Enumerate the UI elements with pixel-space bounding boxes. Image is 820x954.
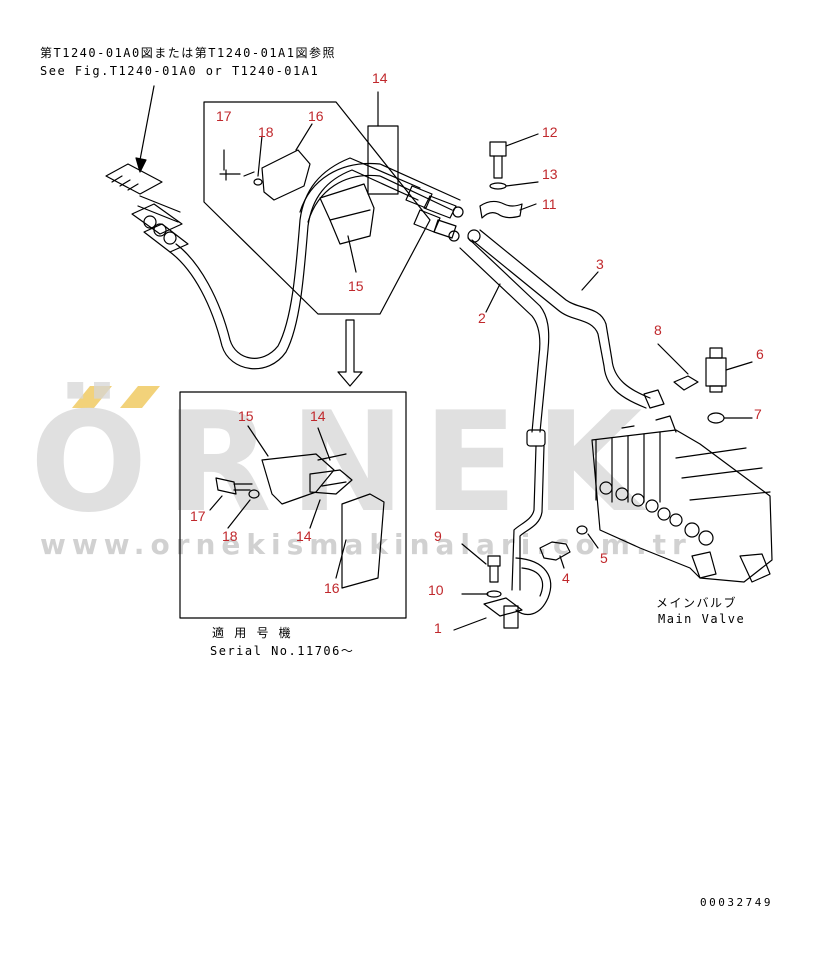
clamp-11 [479,200,523,219]
down-arrow [337,319,363,387]
applicable-serial-en: Serial No.11706～ [210,644,355,658]
o-ring-5 [576,525,588,535]
adapter-4 [539,541,571,561]
hose-fitting-left [105,163,189,253]
callout-1: 1 [434,620,442,636]
callout-17-lower: 17 [190,508,206,524]
drawing-number: 00032749 [700,896,773,909]
callout-3: 3 [596,256,604,272]
callout-16-upper: 16 [308,108,324,124]
lower-detail-parts [215,453,385,589]
callout-11: 11 [542,196,557,212]
callout-6: 6 [756,346,764,362]
callout-10: 10 [428,582,444,598]
main-valve-label-jp: メインバルブ [656,596,738,610]
hose-fitting-right [405,185,464,242]
leader-lines [209,91,753,631]
reference-note-en: See Fig.T1240-01A0 or T1240-01A1 [40,64,320,78]
main-valve-label-en: Main Valve [658,612,746,626]
o-ring-7 [707,412,725,424]
callout-14-lower-a: 14 [310,408,326,424]
callout-4: 4 [562,570,570,586]
callout-14-lower-b: 14 [296,528,312,544]
reference-arrow [139,85,155,161]
watermark-url: www.ornekismakinalari.com.tr [40,528,692,561]
bolt-12 [489,141,507,179]
tube-lower [503,445,552,629]
callout-9: 9 [434,528,442,544]
callout-7: 7 [754,406,762,422]
adapter-8 [673,375,699,391]
hose-left-loop [169,157,461,370]
watermark-umlaut [72,386,160,408]
callout-14-top: 14 [372,70,388,86]
callout-17-upper: 17 [216,108,232,124]
callout-18-upper: 18 [258,124,274,140]
watermark-brand: ÖRNEK [30,382,661,543]
callout-8: 8 [654,322,662,338]
callout-18-lower: 18 [222,528,238,544]
upper-detail-frame [203,101,431,315]
applicable-serial-jp: 適 用 号 機 [212,626,293,640]
callout-5: 5 [600,550,608,566]
lower-detail-frame [179,391,407,619]
callout-15-upper: 15 [348,278,364,294]
bracket-14-top [367,125,399,195]
tube-2 [459,237,550,447]
valve-6 [705,347,727,393]
callout-13: 13 [542,166,558,182]
callout-15-lower: 15 [238,408,254,424]
washer-13 [489,182,507,190]
callout-2: 2 [478,310,486,326]
tube-3 [467,229,665,409]
callout-16-lower: 16 [324,580,340,596]
bracket-1 [483,597,523,617]
bolt-9 [487,555,501,583]
callout-12: 12 [542,124,558,140]
washer-10 [486,590,502,598]
reference-note-jp: 第T1240-01A0図または第T1240-01A1図参照 [40,46,336,60]
main-valve [591,415,773,583]
